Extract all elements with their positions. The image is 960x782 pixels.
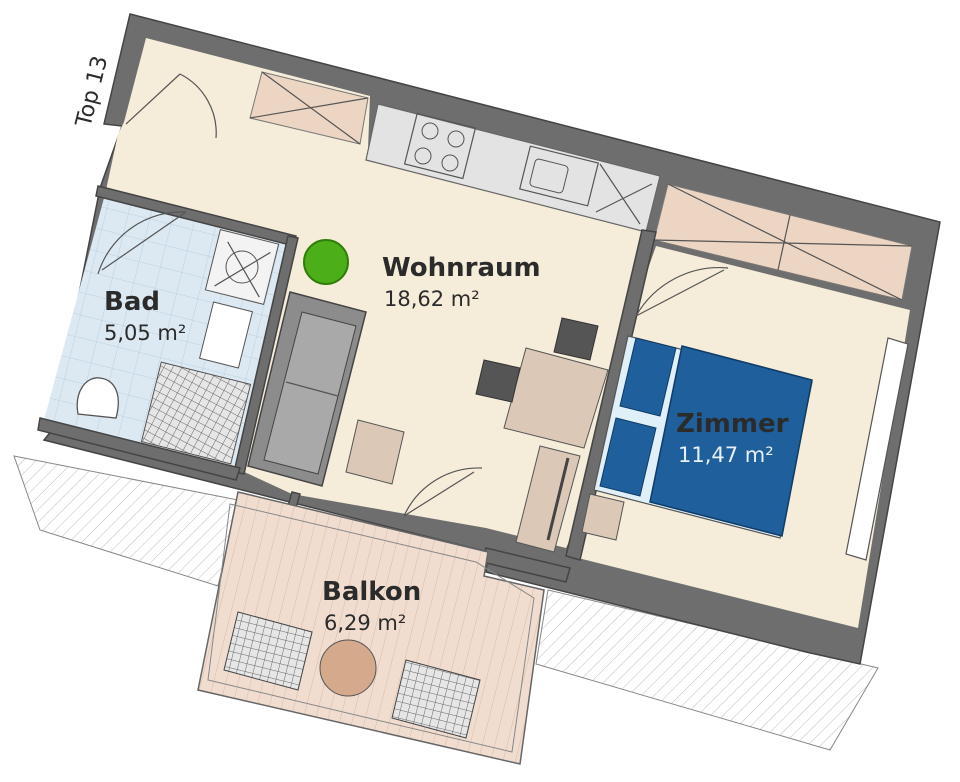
room-area-wohnraum: 18,62 m²: [384, 287, 480, 311]
side-table-zimmer: [581, 493, 625, 541]
lounger-1: [223, 611, 313, 691]
toilet: [76, 377, 119, 419]
room-name-balkon: Balkon: [322, 577, 421, 607]
chair-2: [475, 359, 521, 403]
door-bath: [97, 211, 187, 275]
room-area-zimmer: 11,47 m²: [678, 443, 774, 467]
bath-sink: [198, 301, 254, 369]
door-balcony: [403, 467, 483, 517]
lounger-2: [391, 659, 481, 739]
chair-1: [553, 317, 599, 361]
wall-bath-right: [233, 235, 299, 475]
room-name-zimmer: Zimmer: [676, 409, 789, 439]
room-area-balkon: 6,29 m²: [324, 611, 406, 635]
room-area-bad: 5,05 m²: [104, 321, 186, 345]
pillow-1: [619, 337, 677, 417]
bed: [649, 345, 813, 537]
wall-zimmer-left: [565, 229, 657, 561]
room-name-bad: Bad: [104, 287, 160, 317]
room-name-wohnraum: Wohnraum: [382, 253, 541, 283]
door-zimmer: [635, 267, 729, 317]
wall-bath-bottom: [37, 417, 241, 481]
coffee-table: [345, 419, 405, 485]
pillow-2: [599, 417, 657, 497]
window-right: [845, 337, 909, 561]
balcony-table: [319, 639, 377, 697]
terrain-hatch-left: [13, 455, 239, 587]
shower: [140, 361, 252, 465]
door-entry: [125, 73, 217, 139]
plant-living: [303, 239, 349, 285]
